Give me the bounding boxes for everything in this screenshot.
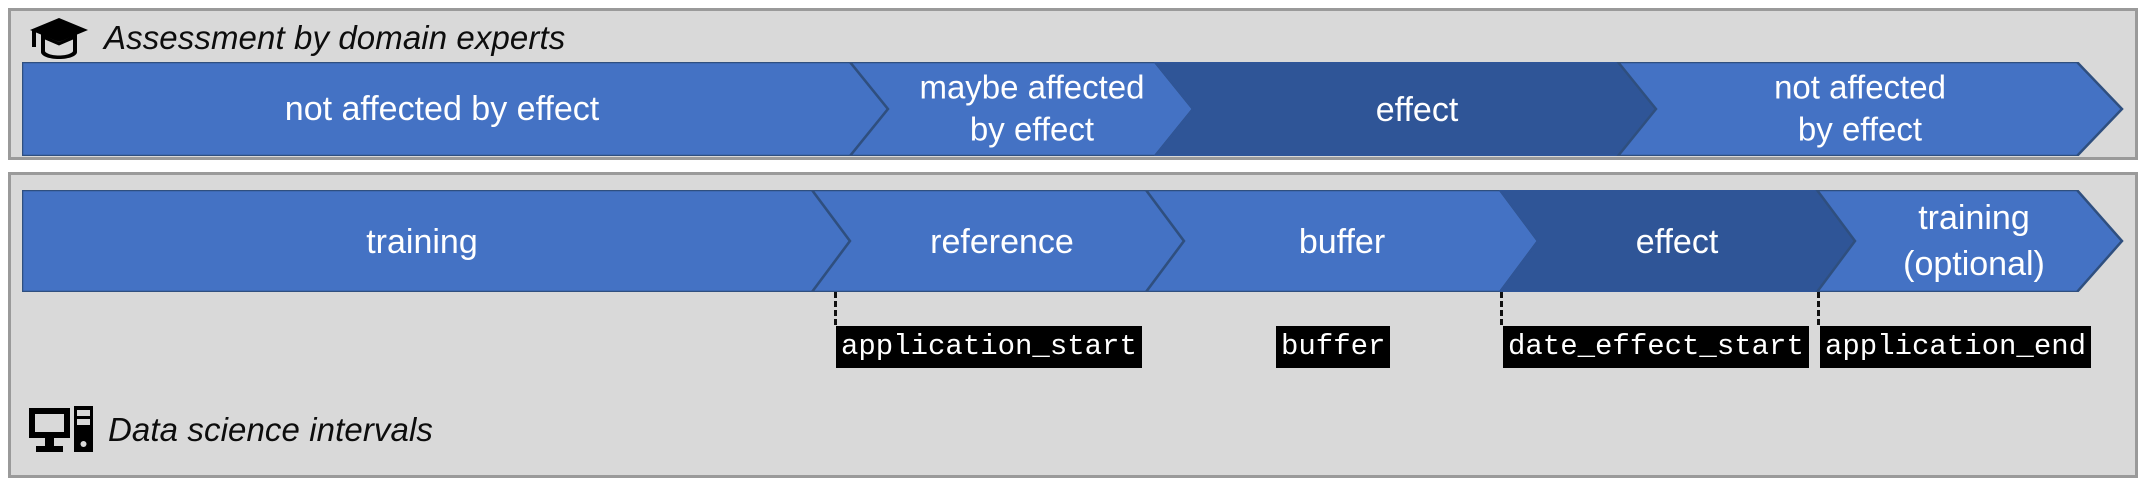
data-science-legend-label: Data science intervals xyxy=(108,411,434,448)
interval-segment-training[interactable]: training xyxy=(22,190,852,292)
data-science-segment-bar: training reference buffer effect trainin… xyxy=(22,190,2124,292)
interval-segment-label: training xyxy=(366,223,478,261)
assessment-segment-label: not affected by effect xyxy=(285,90,600,128)
interval-segment-reference[interactable]: reference xyxy=(810,190,1186,292)
assessment-segment-label-line2: by effect xyxy=(970,111,1094,148)
assessment-segment-bar: not affected by effect maybe affected by… xyxy=(22,62,2124,156)
assessment-segment-not-affected-2[interactable]: not affected by effect xyxy=(1616,62,2124,156)
assessment-segment-label-line2: by effect xyxy=(1798,111,1922,148)
interval-segment-label: buffer xyxy=(1299,223,1385,261)
interval-segment-buffer[interactable]: buffer xyxy=(1144,190,1540,292)
interval-segment-label: reference xyxy=(930,223,1074,261)
desktop-computer-icon xyxy=(28,405,94,455)
tick-application-end xyxy=(1817,292,1820,325)
interval-segment-label: effect xyxy=(1636,223,1719,261)
assessment-segment-label: effect xyxy=(1376,91,1459,129)
assessment-segment-label-line1: not affected xyxy=(1774,69,1946,106)
interval-segment-label-line2: (optional) xyxy=(1903,245,2045,283)
assessment-segment-not-affected-1[interactable]: not affected by effect xyxy=(22,62,890,156)
code-label-date-effect-start[interactable]: date_effect_start xyxy=(1503,326,1809,369)
code-label-application-end[interactable]: application_end xyxy=(1820,326,2092,369)
assessment-segment-maybe-affected[interactable]: maybe affected by effect xyxy=(848,62,1195,156)
tick-application-start xyxy=(834,292,837,325)
tick-date-effect-start xyxy=(1500,292,1503,325)
code-label-buffer[interactable]: buffer xyxy=(1276,326,1391,369)
assessment-legend: Assessment by domain experts xyxy=(28,16,565,60)
assessment-segment-label-line1: maybe affected xyxy=(919,69,1144,106)
graduation-cap-icon xyxy=(28,16,90,60)
interval-segment-training-optional[interactable]: training (optional) xyxy=(1815,190,2124,292)
data-science-legend: Data science intervals xyxy=(28,404,433,456)
code-label-application-start[interactable]: application_start xyxy=(836,326,1142,369)
interval-segment-effect[interactable]: effect xyxy=(1498,190,1857,292)
interval-segment-label-line1: training xyxy=(1918,199,2030,237)
assessment-legend-label: Assessment by domain experts xyxy=(104,19,566,56)
assessment-segment-effect[interactable]: effect xyxy=(1153,62,1658,156)
